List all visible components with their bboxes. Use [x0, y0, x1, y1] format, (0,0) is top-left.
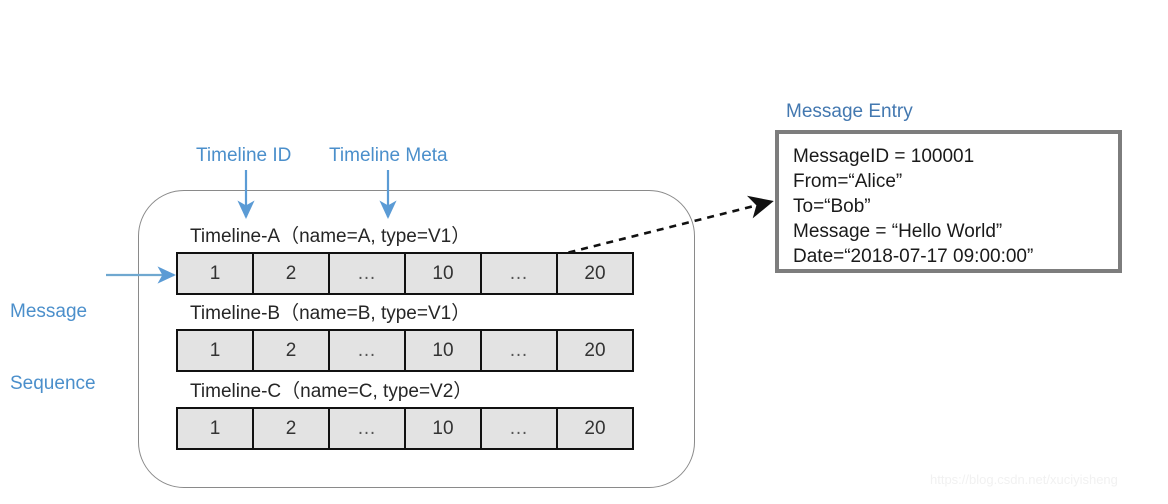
- annotation-timeline-meta: Timeline Meta: [329, 145, 448, 166]
- sequence-cell[interactable]: 2: [254, 409, 330, 448]
- annotation-timeline-id: Timeline ID: [196, 145, 292, 166]
- sequence-cell[interactable]: 2: [254, 331, 330, 370]
- sequence-cell[interactable]: …: [482, 331, 558, 370]
- sequence-cell[interactable]: …: [482, 254, 558, 293]
- message-entry-line: To=“Bob”: [793, 196, 871, 217]
- message-entry-box: MessageID = 100001 From=“Alice” To=“Bob”…: [775, 130, 1122, 273]
- timeline-label: Timeline-A（name=A, type=V1）: [190, 226, 471, 247]
- sequence-cell[interactable]: …: [330, 254, 406, 293]
- watermark: https://blog.csdn.net/xuciyisheng: [930, 472, 1118, 487]
- timeline-label: Timeline-B（name=B, type=V1）: [190, 303, 471, 324]
- message-entry-line: Date=“2018-07-17 09:00:00”: [793, 246, 1034, 267]
- sequence-cell[interactable]: 1: [178, 331, 254, 370]
- timeline-row: Timeline-B（name=B, type=V1） 1 2 … 10 … 2…: [176, 299, 634, 372]
- sequence-cell[interactable]: 1: [178, 409, 254, 448]
- timeline-row: Timeline-A（name=A, type=V1） 1 2 … 10 … 2…: [176, 222, 634, 295]
- annotation-message-sequence-line2: Sequence: [10, 373, 96, 394]
- message-entry-title: Message Entry: [786, 101, 913, 122]
- message-entry-line: MessageID = 100001: [793, 146, 975, 167]
- timeline-store-container: [138, 190, 695, 488]
- message-sequence-cells: 1 2 … 10 … 20: [176, 252, 634, 295]
- sequence-cell[interactable]: 20: [558, 409, 632, 448]
- sequence-cell[interactable]: 20: [558, 331, 632, 370]
- sequence-cell[interactable]: …: [330, 331, 406, 370]
- sequence-cell[interactable]: 20: [558, 254, 632, 293]
- timeline-row: Timeline-C（name=C, type=V2） 1 2 … 10 … 2…: [176, 377, 634, 450]
- annotation-message-sequence-line1: Message: [10, 301, 88, 322]
- message-entry-line: From=“Alice”: [793, 171, 903, 192]
- message-sequence-cells: 1 2 … 10 … 20: [176, 329, 634, 372]
- timeline-label: Timeline-C（name=C, type=V2）: [190, 381, 473, 402]
- sequence-cell[interactable]: 1: [178, 254, 254, 293]
- sequence-cell[interactable]: 10: [406, 254, 482, 293]
- sequence-cell[interactable]: …: [330, 409, 406, 448]
- sequence-cell[interactable]: 10: [406, 409, 482, 448]
- annotation-message-sequence: Message Sequence: [10, 252, 96, 444]
- sequence-cell[interactable]: 10: [406, 331, 482, 370]
- sequence-cell[interactable]: …: [482, 409, 558, 448]
- message-sequence-cells: 1 2 … 10 … 20: [176, 407, 634, 450]
- sequence-cell[interactable]: 2: [254, 254, 330, 293]
- message-entry-line: Message = “Hello World”: [793, 221, 1003, 242]
